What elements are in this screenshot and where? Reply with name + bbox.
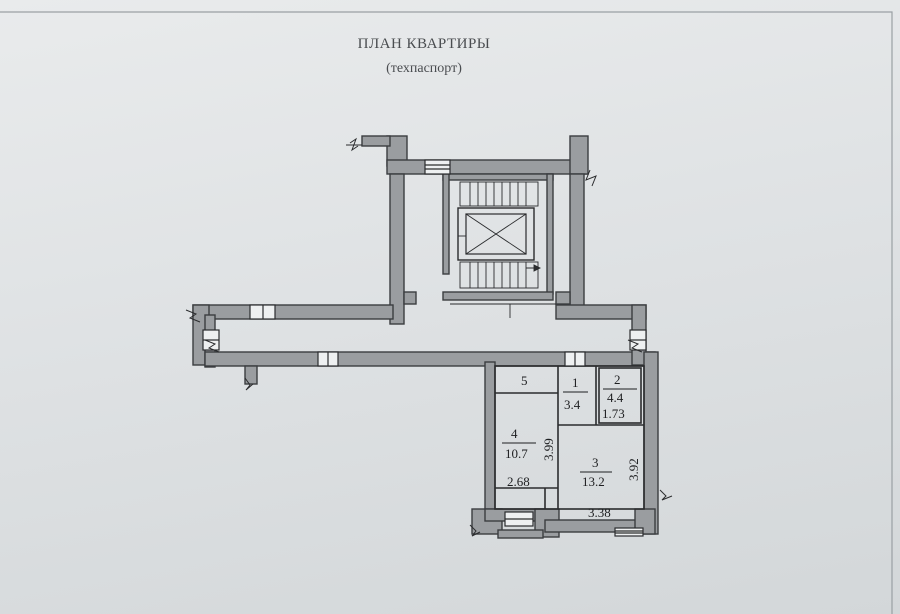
stairwell: [450, 181, 556, 318]
room-2-area: 4.4: [607, 390, 624, 405]
room3-width-dim: 3.38: [588, 505, 611, 520]
room-4-area: 10.7: [505, 446, 528, 461]
room-2-dimension: 1.73: [602, 406, 625, 421]
room3-height-dim: 3.92: [626, 458, 641, 481]
room-3-number: 3: [592, 455, 599, 470]
room4-height-dim: 3.99: [541, 438, 556, 461]
openings: [202, 159, 647, 537]
room4-width-dim: 2.68: [507, 474, 530, 489]
room-4-number: 4: [511, 426, 518, 441]
plan-title: ПЛАН КВАРТИРЫ: [357, 36, 491, 52]
room-3-area: 13.2: [582, 474, 605, 489]
room-labels: 5 1 3.4 2 4.4 1.73 4 10.7 3 13.2: [502, 372, 637, 489]
plan-subtitle: (техпаспорт): [386, 61, 462, 76]
break-marks: [185, 137, 673, 537]
room-1-number: 1: [572, 375, 579, 390]
dimension-labels: 3.99 2.68 3.92 3.38: [507, 438, 641, 520]
room-2-number: 2: [614, 372, 621, 387]
room-5-number: 5: [521, 373, 528, 388]
room-1-area: 3.4: [564, 397, 581, 412]
